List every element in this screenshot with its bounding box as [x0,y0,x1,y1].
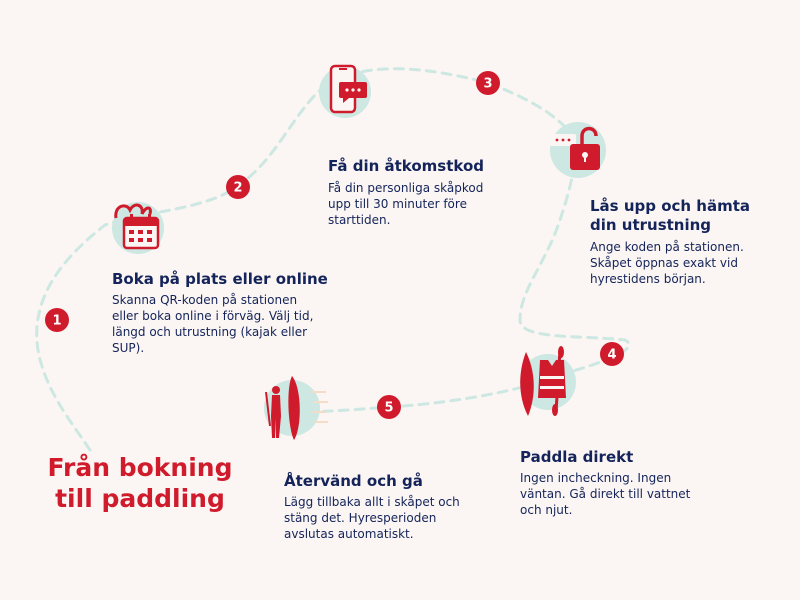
route-path [35,67,631,452]
step-marker-1: 1 [45,308,69,332]
kayak-lifejacket-icon [520,346,576,416]
step-number: 2 [233,181,242,196]
phone-message-icon [319,64,371,118]
page-title-line-1: Från bokning [47,453,233,482]
page-title-line-2: till paddling [55,484,225,513]
step-number: 1 [52,314,61,329]
page-title: Från bokning till paddling [20,452,260,514]
sup-paddler-icon [264,376,328,440]
step-5-description: Lägg tillbaka allt i skåpet och stäng de… [284,495,460,541]
step-4-description: Ingen incheckning. Ingen väntan. Gå dire… [520,471,691,517]
step-marker-5: 5 [377,395,401,419]
step-number: 3 [483,77,492,92]
step-marker-3: 3 [476,71,500,95]
calendar-icon [112,202,164,254]
step-number: 5 [384,401,393,416]
step-5-title: Återvänd och gå [284,472,423,490]
padlock-icon [550,122,606,178]
step-2-title: Få din åtkomstkod [328,157,485,175]
step-marker-4: 4 [600,342,624,366]
step-marker-2: 2 [226,175,250,199]
step-number: 4 [607,348,616,363]
step-1-description: Skanna QR-koden på stationen eller boka … [112,293,314,355]
step-4-title: Paddla direkt [520,448,634,466]
step-1-title: Boka på plats eller online [112,270,328,288]
step-3-title: Lås upp och hämta din utrustning [590,197,751,234]
step-3-description: Ange koden på stationen. Skåpet öppnas e… [590,240,744,286]
step-2-description: Få din personliga skåpkod upp till 30 mi… [328,181,484,227]
